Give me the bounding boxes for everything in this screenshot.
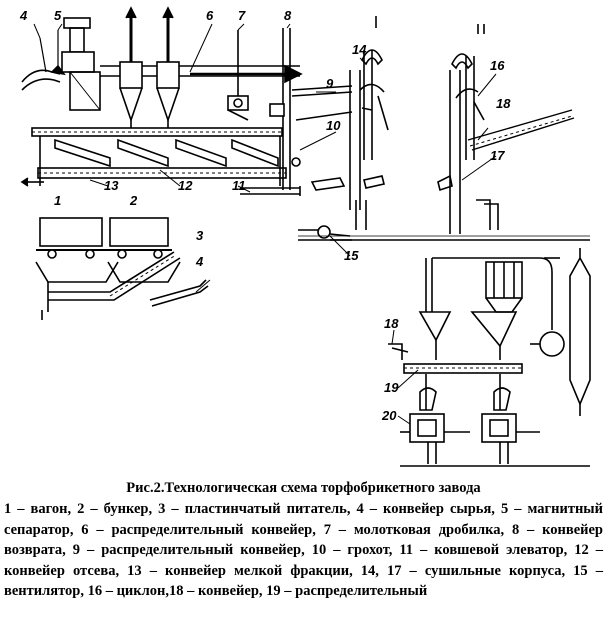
label-6: 6 — [206, 8, 214, 23]
raw-feed-inlet — [21, 30, 66, 91]
label-5: 5 — [54, 8, 62, 23]
raw-conveyor-4 — [149, 279, 211, 307]
fan-15 — [298, 225, 352, 241]
plate-feeder-3 — [41, 251, 181, 320]
label-12: 12 — [178, 178, 193, 193]
label-7: 7 — [238, 8, 246, 23]
wagon-1 — [36, 217, 106, 259]
label-4-bottom: 4 — [195, 254, 204, 269]
label-13: 13 — [104, 178, 119, 193]
conveyor-18-bottom — [388, 343, 409, 360]
label-8: 8 — [284, 8, 292, 23]
dryer-14 — [310, 16, 389, 230]
process-diagram: 1 2 3 4 4 5 6 7 8 9 10 11 12 13 14 15 16… — [19, 6, 591, 467]
hopper-2 — [35, 217, 181, 312]
distribution-conveyor-19 — [403, 363, 523, 411]
briquette-presses — [400, 413, 540, 464]
label-2: 2 — [129, 193, 138, 208]
label-14: 14 — [352, 42, 367, 57]
magnetic-separator — [61, 17, 101, 111]
return-conveyor — [269, 28, 301, 190]
label-1: 1 — [54, 193, 61, 208]
label-20: 20 — [381, 408, 397, 423]
distribution-conveyor-9 — [291, 85, 353, 121]
figure-caption-title: Рис.2.Технологическая схема торфобрикетн… — [126, 480, 481, 496]
label-17: 17 — [490, 148, 505, 163]
dryer-17 — [437, 53, 499, 234]
label-9: 9 — [326, 76, 334, 91]
label-19: 19 — [384, 380, 399, 395]
label-11: 11 — [232, 178, 246, 193]
label-16: 16 — [490, 58, 505, 73]
cyclone-16 — [477, 24, 485, 34]
diagram-labels: 1 2 3 4 4 5 6 7 8 9 10 11 12 13 14 15 16… — [19, 8, 511, 423]
label-3: 3 — [196, 228, 204, 243]
press-bunkers — [418, 257, 565, 360]
leader-lines — [33, 23, 497, 425]
label-18-top: 18 — [496, 96, 511, 111]
screen-frame — [20, 127, 287, 187]
cyclone-stacks — [100, 6, 300, 128]
label-18-bottom: 18 — [384, 316, 399, 331]
label-15: 15 — [344, 248, 359, 263]
hammer-crusher — [227, 30, 249, 121]
conveyor-18-top — [467, 109, 575, 151]
label-10: 10 — [326, 118, 341, 133]
bucket-elevator — [240, 186, 301, 196]
label-4-top: 4 — [19, 8, 28, 23]
figure-legend: 1 – вагон, 2 – бункер, 3 – пластинчатый … — [4, 501, 603, 600]
distribution-conveyor-6 — [190, 64, 303, 84]
ground-line-dryers — [298, 235, 590, 241]
cooling-column — [569, 248, 591, 416]
